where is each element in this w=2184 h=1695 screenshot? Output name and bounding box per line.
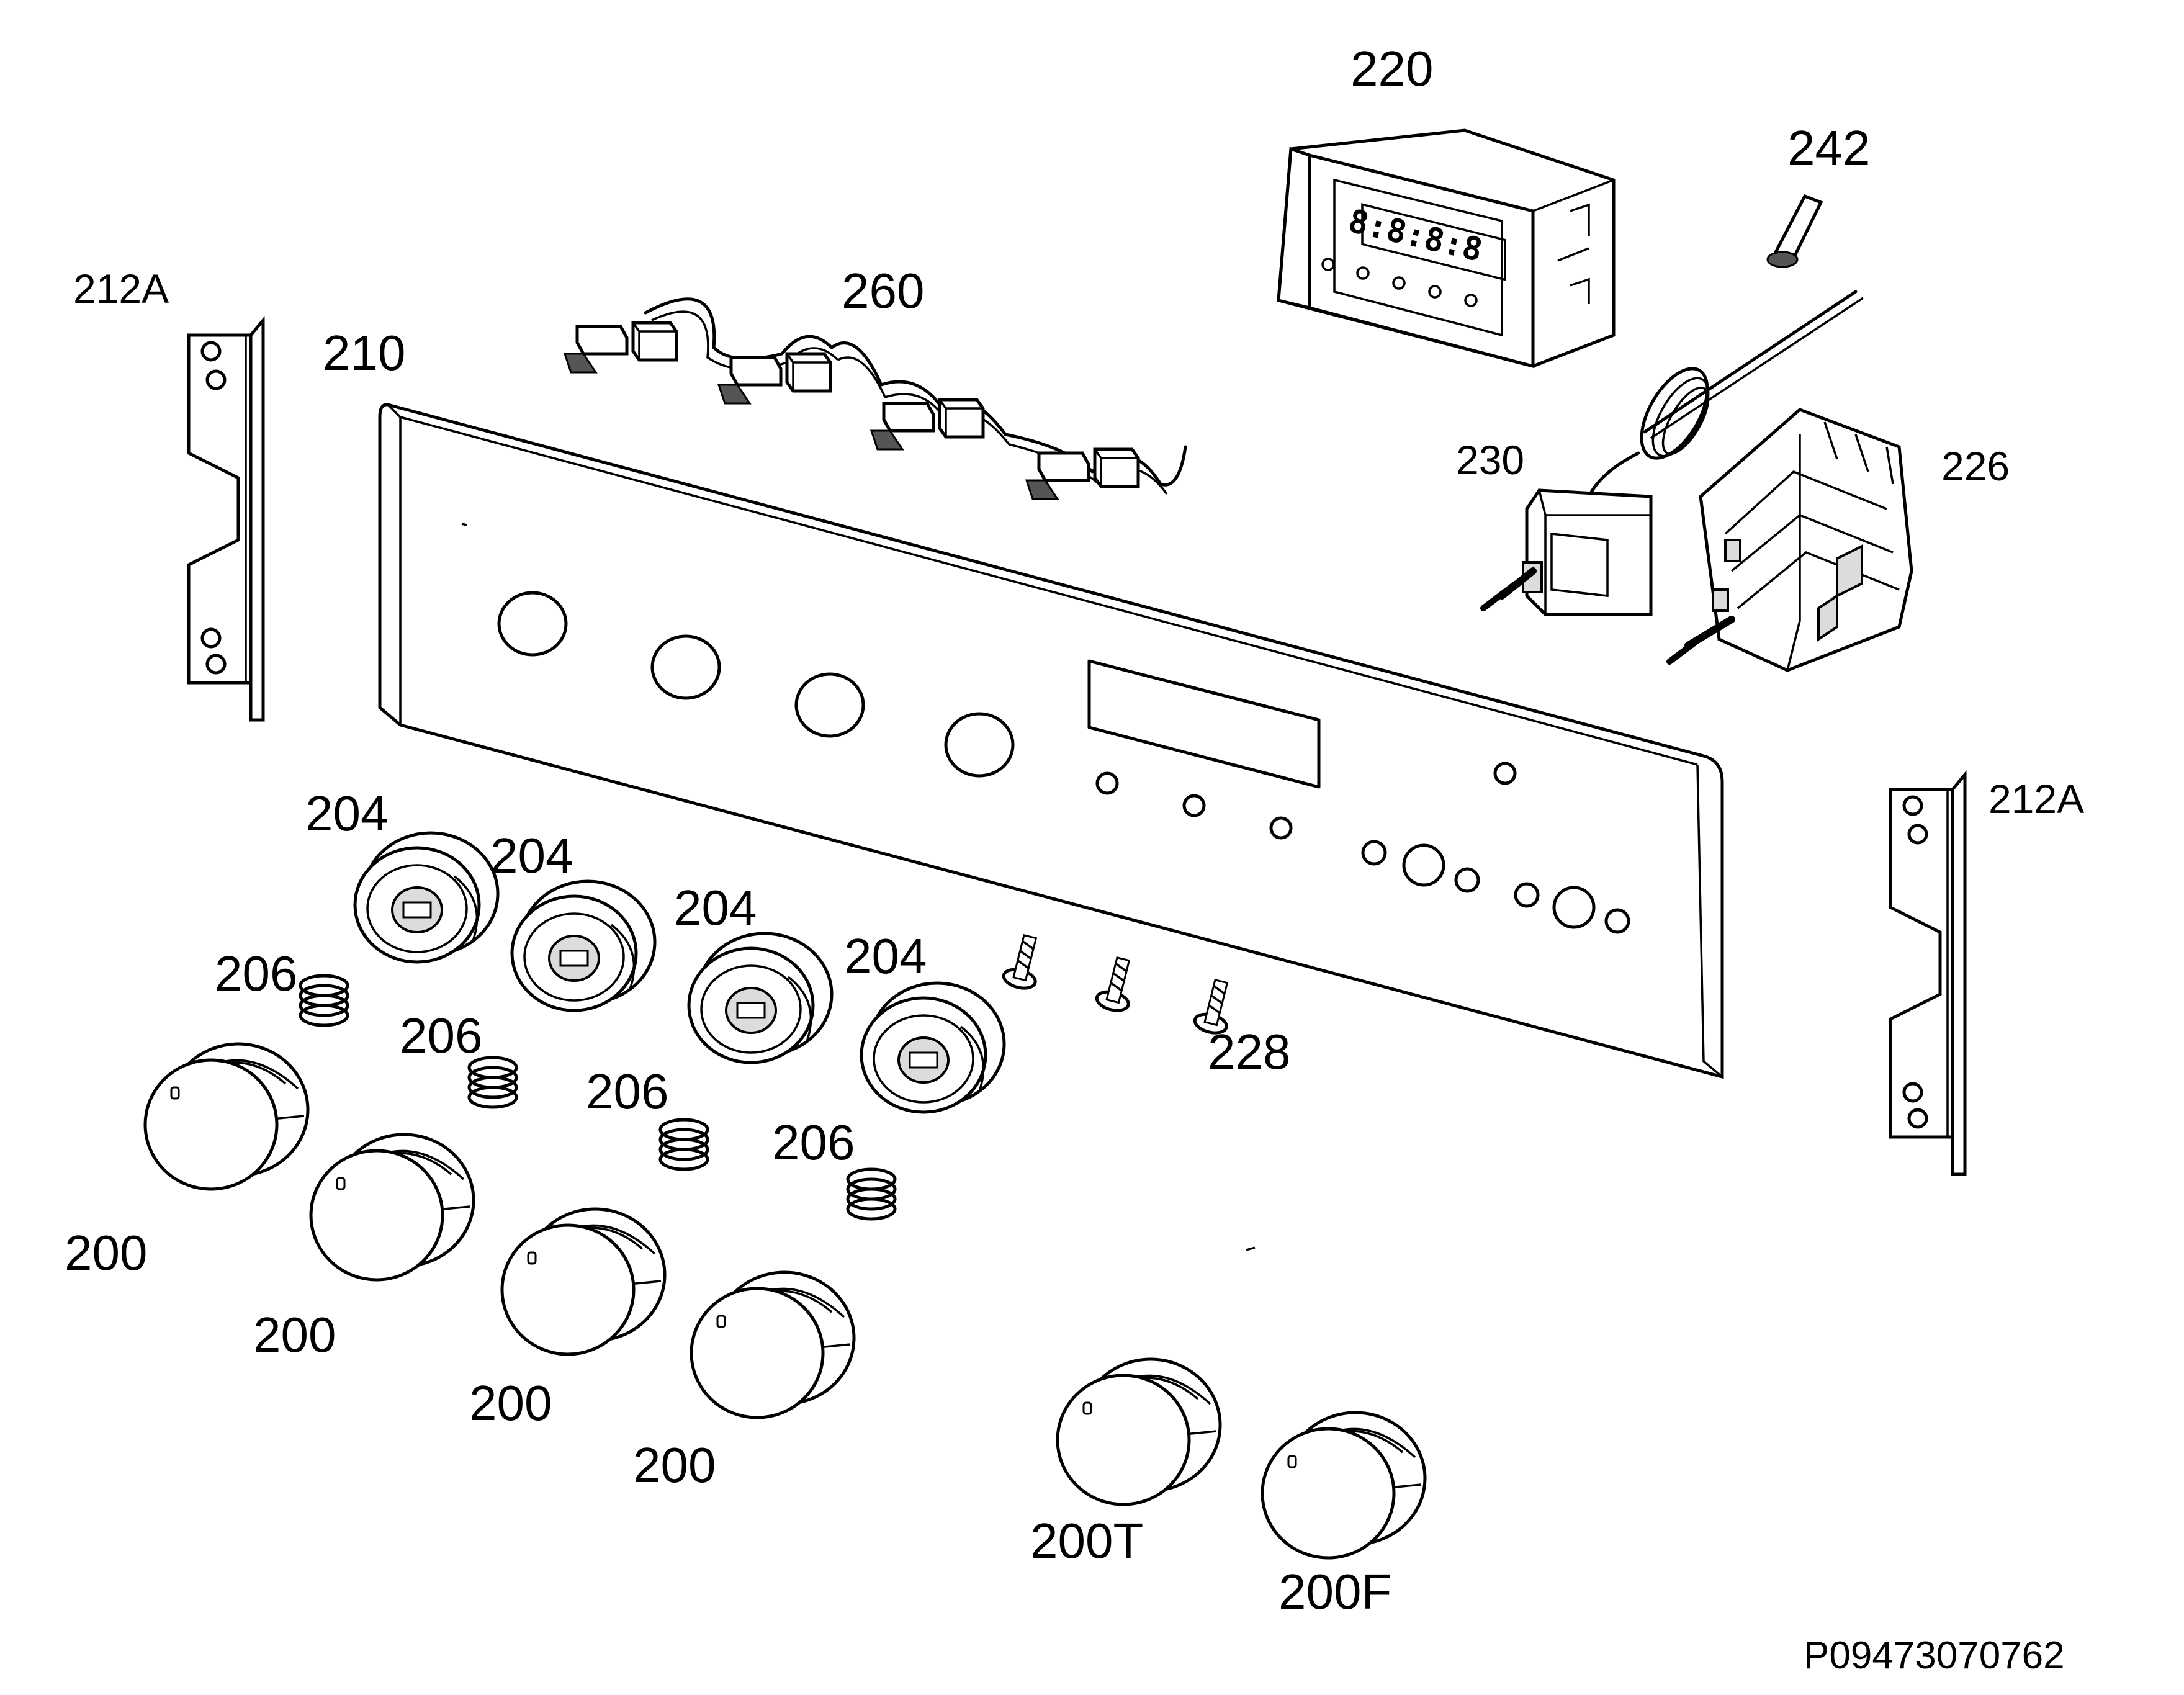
knob-function	[1262, 1413, 1425, 1558]
label-206-2: 206	[400, 1008, 482, 1063]
label-206-4: 206	[772, 1115, 855, 1170]
timer-display: 8:8:8:8	[1277, 128, 1616, 369]
lamp	[1766, 194, 1823, 268]
label-200-2: 200	[253, 1307, 336, 1362]
label-206-3: 206	[586, 1064, 668, 1119]
thermostat	[1480, 290, 1864, 616]
spring-4	[848, 1169, 895, 1219]
label-226: 226	[1941, 443, 2010, 489]
side-bracket-right	[1890, 775, 1965, 1174]
knob-3	[502, 1209, 665, 1354]
label-228: 228	[1208, 1024, 1290, 1079]
knob-hole-2	[650, 634, 721, 700]
indicator-hole	[1493, 762, 1517, 785]
label-220: 220	[1350, 41, 1433, 96]
drawing-code: P09473070762	[1804, 1634, 2065, 1677]
label-212a-right: 212A	[1989, 776, 2084, 822]
label-200-1: 200	[65, 1225, 147, 1280]
selector-switch	[1666, 408, 1913, 672]
knob-hole-4	[944, 712, 1015, 778]
bezel-3	[689, 933, 832, 1063]
knob-hole-3	[794, 672, 865, 738]
button-hole	[1182, 794, 1206, 817]
label-242: 242	[1787, 120, 1870, 176]
knob-4	[691, 1272, 854, 1418]
spring-1	[300, 976, 348, 1025]
knob-2	[311, 1135, 474, 1280]
label-204-3: 204	[674, 880, 757, 935]
bezel-4	[861, 983, 1004, 1112]
knob-hole-1	[497, 591, 568, 657]
label-200-3: 200	[469, 1375, 552, 1431]
label-206-1: 206	[215, 946, 297, 1001]
control-panel	[378, 403, 1724, 1079]
screws	[1002, 933, 1237, 1036]
label-204-1: 204	[305, 786, 388, 841]
label-212a-left: 212A	[73, 266, 169, 312]
label-200f: 200F	[1278, 1564, 1391, 1619]
knob-1	[145, 1044, 308, 1189]
button-hole	[1269, 816, 1293, 840]
label-230: 230	[1456, 437, 1524, 483]
label-204-2: 204	[490, 828, 573, 883]
spring-2	[469, 1058, 516, 1107]
knob-thermostat	[1058, 1359, 1220, 1504]
label-204-4: 204	[844, 928, 927, 984]
spring-3	[660, 1120, 708, 1169]
label-210: 210	[323, 325, 405, 380]
label-260: 260	[842, 263, 924, 318]
label-200-4: 200	[633, 1437, 716, 1493]
bezel-2	[512, 881, 655, 1010]
label-200t: 200T	[1030, 1513, 1143, 1568]
button-hole	[1095, 771, 1119, 795]
display-window	[1087, 659, 1321, 789]
wiring-harness	[565, 297, 1187, 499]
side-bracket-left	[189, 320, 263, 720]
bezel-1	[355, 833, 498, 962]
